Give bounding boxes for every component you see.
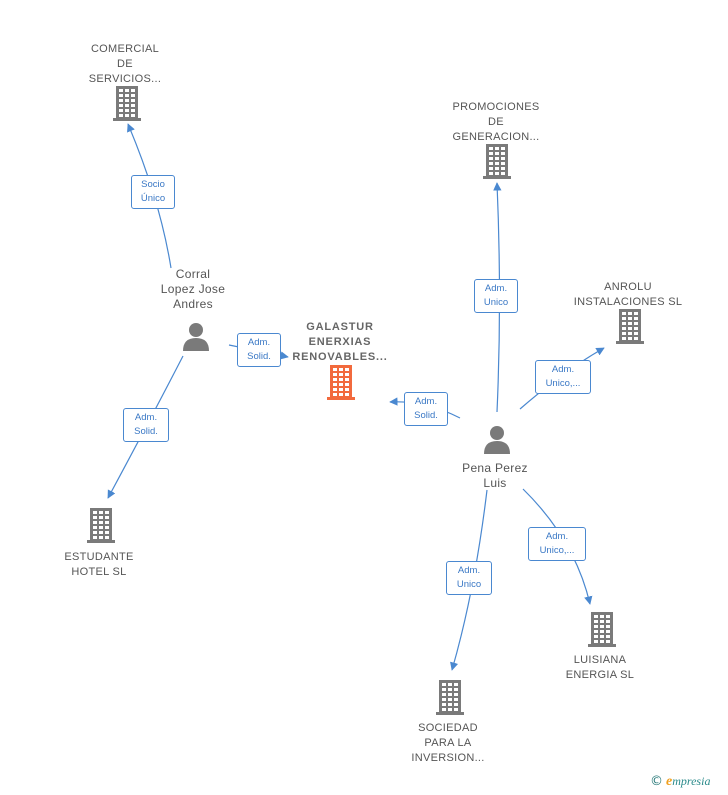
edge-label-line: Adm. xyxy=(484,283,508,294)
node-label-line: Andres xyxy=(173,297,213,311)
edge-label-line: Unico xyxy=(483,297,509,308)
building-icon[interactable] xyxy=(325,364,357,405)
edge-label-pena-galastur[interactable]: Adm. Solid. xyxy=(404,392,448,426)
building-icon[interactable] xyxy=(586,611,618,652)
person-icon[interactable] xyxy=(181,321,211,356)
edge-label-line: Adm. xyxy=(551,364,575,375)
node-label-line: ENERXIAS xyxy=(308,336,372,348)
node-label-line: ENERGIA SL xyxy=(565,669,635,681)
node-label-line: Corral xyxy=(175,267,211,281)
edge-label-corral-estudante[interactable]: Adm. Solid. xyxy=(123,408,169,442)
edge-label-corral-galastur[interactable]: Adm. Solid. xyxy=(237,333,281,367)
edge-label-line: Único xyxy=(140,193,166,204)
node-label-line: COMERCIAL xyxy=(90,43,160,55)
node-label-comercial[interactable]: COMERCIAL DE SERVICIOS... xyxy=(65,42,185,87)
building-icon[interactable] xyxy=(85,507,117,548)
node-label-line: DE xyxy=(488,116,504,128)
edge-label-line: Solid. xyxy=(414,410,438,421)
building-icon[interactable] xyxy=(481,143,513,184)
edge-label-line: Adm. xyxy=(247,337,271,348)
brand-name: mpresia xyxy=(672,774,711,788)
node-label-line: ANROLU xyxy=(604,281,652,293)
node-label-line: INSTALACIONES SL xyxy=(573,296,683,308)
edge-label-pena-luisiana[interactable]: Adm. Unico,... xyxy=(528,527,586,561)
node-label-line: RENOVABLES... xyxy=(292,351,388,363)
edge-label-line: Adm. xyxy=(457,565,481,576)
copyright-symbol: © xyxy=(650,774,663,789)
edge-label-line: Solid. xyxy=(247,351,271,362)
edge-label-line: Unico xyxy=(456,579,482,590)
edge-label-pena-anrolu[interactable]: Adm. Unico,... xyxy=(535,360,591,394)
node-label-line: INVERSION... xyxy=(411,752,485,764)
node-label-line: GALASTUR xyxy=(306,321,374,333)
node-label-line: PROMOCIONES xyxy=(452,101,540,113)
edge-label-line: Unico,... xyxy=(545,378,581,389)
node-label-line: SOCIEDAD xyxy=(418,722,478,734)
node-label-line: PARA LA xyxy=(424,737,472,749)
node-label-promociones[interactable]: PROMOCIONES DE GENERACION... xyxy=(436,100,556,145)
edge-label-line: Socio xyxy=(141,179,165,190)
node-label-luisiana[interactable]: LUISIANA ENERGIA SL xyxy=(545,653,655,683)
node-label-sociedad[interactable]: SOCIEDAD PARA LA INVERSION... xyxy=(393,721,503,766)
edge-label-line: Unico,... xyxy=(539,545,575,556)
person-icon[interactable] xyxy=(482,424,512,459)
node-label-line: LUISIANA xyxy=(573,654,627,666)
building-icon[interactable] xyxy=(434,679,466,720)
footer-brand: © empresia xyxy=(650,774,728,794)
edge-label-line: Adm. xyxy=(134,412,158,423)
node-label-line: Luis xyxy=(483,476,507,490)
node-label-line: Pena Perez xyxy=(462,461,528,475)
edge-label-line: Adm. xyxy=(545,531,569,542)
edge-label-line: Adm. xyxy=(414,396,438,407)
node-label-line: ESTUDANTE xyxy=(64,551,134,563)
node-label-line: GENERACION... xyxy=(452,131,540,143)
edge-label-pena-promociones[interactable]: Adm. Unico xyxy=(474,279,518,313)
node-label-galastur[interactable]: GALASTUR ENERXIAS RENOVABLES... xyxy=(275,320,405,365)
node-label-line: SERVICIOS... xyxy=(88,73,162,85)
building-icon[interactable] xyxy=(614,308,646,349)
edge-label-line: Solid. xyxy=(134,426,158,437)
node-label-anrolu[interactable]: ANROLU INSTALACIONES SL xyxy=(563,280,693,310)
building-icon[interactable] xyxy=(111,85,143,126)
brand-initial: e xyxy=(666,774,673,789)
node-label-line: HOTEL SL xyxy=(71,566,127,578)
edge-label-pena-sociedad[interactable]: Adm. Unico xyxy=(446,561,492,595)
node-label-estudante[interactable]: ESTUDANTE HOTEL SL xyxy=(44,550,154,580)
node-label-line: Lopez Jose xyxy=(160,282,226,296)
node-label-line: DE xyxy=(117,58,133,70)
